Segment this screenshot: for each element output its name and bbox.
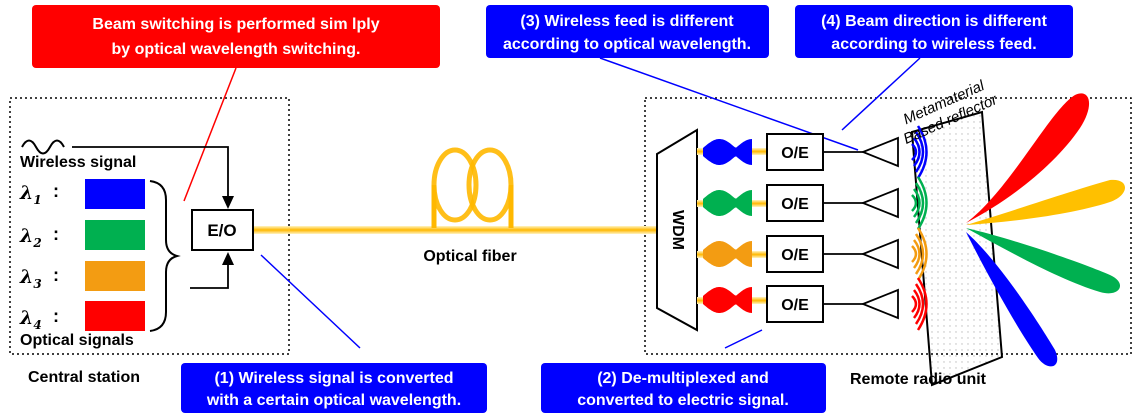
callout-4-line2: according to wireless feed. [831, 36, 1036, 53]
colon: : [53, 306, 59, 326]
colon: : [53, 265, 59, 285]
colon: : [53, 181, 59, 201]
fiber-coil-icon [431, 147, 514, 228]
callout-1-line2: with a certain optical wavelength. [206, 392, 461, 409]
radiation-arc-4 [914, 283, 925, 325]
oe-converter-4: O/E [766, 285, 824, 323]
radiation-arc-4 [912, 289, 921, 319]
callout-2-line1: (2) De-multiplexed and [597, 370, 769, 387]
antenna-horn-icon [860, 288, 899, 320]
branch-fibers [697, 148, 767, 304]
oe-label: O/E [781, 196, 809, 213]
wireless-sine-icon [21, 139, 65, 155]
lambda-3-symbol: λ3 [19, 266, 42, 291]
callout-2: (2) De-multiplexed and converted to elec… [541, 363, 826, 413]
antenna-horn-icon [860, 136, 899, 168]
wavelength-brace [149, 180, 181, 332]
callout-1: (1) Wireless signal is converted with a … [181, 363, 487, 413]
antenna-horn-icon [860, 238, 899, 270]
callout-3: (3) Wireless feed is different according… [486, 5, 769, 58]
radiation-arc-2 [916, 176, 928, 230]
eo-converter: E/O [191, 209, 254, 251]
callout-3-line1: (3) Wireless feed is different [520, 13, 734, 30]
radiation-arc-4 [911, 295, 918, 313]
radiation-arc-2 [912, 188, 921, 218]
radiation-arc-2 [911, 194, 918, 212]
wdm-demux: WDM [656, 128, 698, 332]
oe-converter-1: O/E [766, 133, 824, 171]
callout-4-line1: (4) Beam direction is different [821, 13, 1047, 30]
wavelength-1: λ1 : [19, 179, 145, 209]
wavelength-2: λ2 : [19, 220, 145, 250]
oe-label: O/E [781, 247, 809, 264]
colon: : [53, 224, 59, 244]
wavelength-3: λ3 : [19, 261, 145, 291]
radiation-arc-1 [914, 131, 925, 173]
antenna-horn-icon [860, 187, 899, 219]
oe-converter-2: O/E [766, 184, 824, 222]
radiation-arc-2 [914, 182, 925, 224]
callout-red-line2: by optical wavelength switching. [112, 41, 361, 58]
callout-red-line1: Beam switching is performed sim lply [92, 16, 379, 33]
wavelength-1-block [85, 179, 145, 209]
radiation-arc-4 [916, 277, 928, 331]
beam-green [966, 228, 1121, 294]
callout-2-line2: converted to electric signal. [577, 392, 789, 409]
wavelength-3-block [85, 261, 145, 291]
oe-label: O/E [781, 145, 809, 162]
oe-label: O/E [781, 297, 809, 314]
brace-to-eo-arrow [190, 263, 229, 289]
remote-radio-unit-label: Remote radio unit [850, 371, 987, 388]
beam-yellow [966, 179, 1125, 225]
radiation-arc-1 [911, 143, 918, 161]
wavelength-2-block [85, 220, 145, 250]
optical-fiber-label: Optical fiber [423, 248, 516, 265]
optical-fiber-line [253, 226, 657, 234]
optical-signals-label: Optical signals [20, 332, 134, 349]
wavelength-4-block [85, 301, 145, 331]
callout-red-pointer [183, 67, 237, 202]
modulated-wave-1 [703, 139, 752, 165]
callout-4-pointer [841, 57, 921, 131]
modulated-waveforms [703, 139, 752, 313]
eo-label: E/O [207, 221, 236, 240]
radiation-arc-3 [914, 233, 925, 275]
radiation-arc-3 [912, 239, 921, 269]
beam-blue [966, 232, 1058, 367]
wireless-to-eo-arrow [72, 146, 229, 198]
radiation-arc-3 [916, 227, 928, 281]
oe-converter-3: O/E [766, 235, 824, 273]
feed-antennas [823, 136, 899, 320]
callout-red: Beam switching is performed sim lply by … [32, 5, 440, 68]
callout-1-pointer [260, 254, 361, 349]
lambda-2-symbol: λ2 [19, 225, 42, 250]
beam-red [966, 93, 1090, 223]
callout-1-line1: (1) Wireless signal is converted [214, 370, 453, 387]
radiation-arcs [911, 125, 928, 331]
callout-3-line2: according to optical wavelength. [503, 36, 751, 53]
radiation-arc-3 [911, 245, 918, 263]
lambda-1-symbol: λ1 [19, 182, 42, 207]
modulated-wave-3 [703, 241, 752, 267]
modulated-wave-2 [703, 190, 752, 216]
wireless-signal-label: Wireless signal [20, 154, 136, 171]
callout-4: (4) Beam direction is different accordin… [795, 5, 1073, 58]
radiation-arc-1 [912, 137, 921, 167]
wavelength-4: λ4 : [19, 301, 145, 332]
central-station-label: Central station [28, 369, 140, 386]
wdm-label: WDM [669, 210, 686, 250]
lambda-4-symbol: λ4 [19, 307, 42, 332]
modulated-wave-4 [703, 287, 752, 313]
callout-2-pointer [724, 329, 763, 349]
radiation-arc-1 [916, 125, 928, 179]
